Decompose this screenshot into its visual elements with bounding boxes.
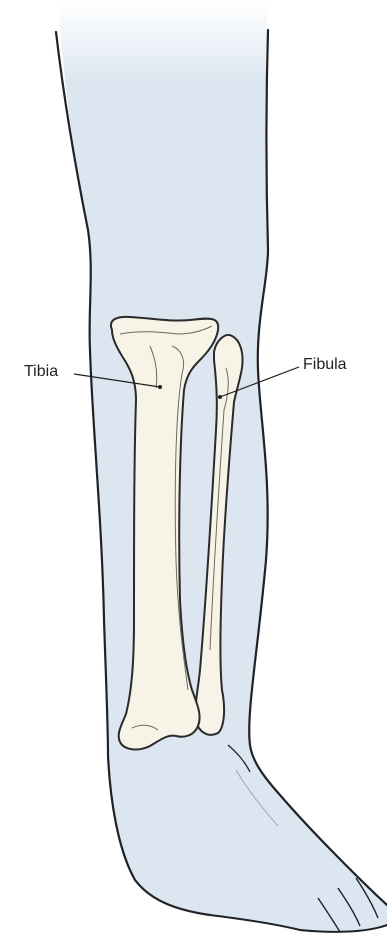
fibula-leader-dot bbox=[218, 395, 222, 399]
tibia-leader-dot bbox=[158, 385, 162, 389]
leg-outline-right bbox=[249, 30, 387, 905]
tibia-label: Tibia bbox=[24, 364, 58, 380]
fibula-label: Fibula bbox=[303, 357, 347, 373]
